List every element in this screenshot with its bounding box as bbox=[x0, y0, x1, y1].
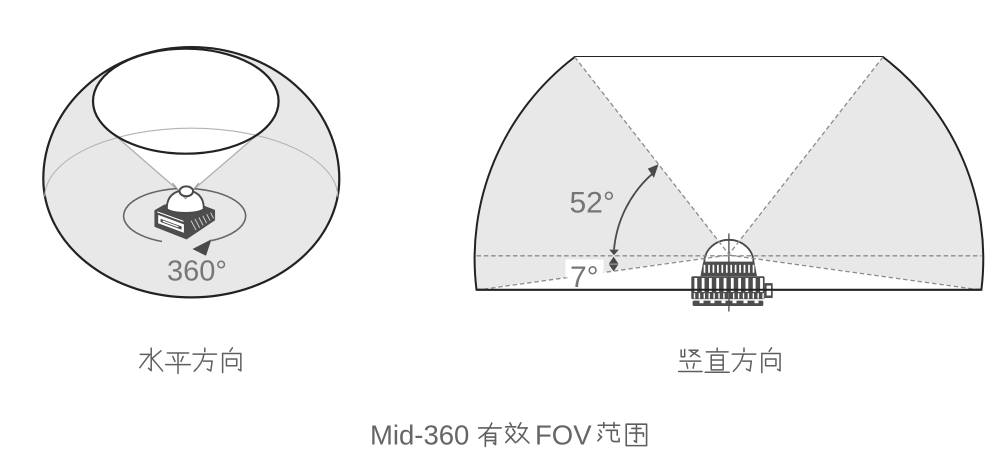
svg-text:52°: 52° bbox=[570, 186, 615, 219]
svg-text:360°: 360° bbox=[167, 256, 227, 288]
svg-text:FOV: FOV bbox=[535, 420, 592, 451]
svg-text:Mid-360: Mid-360 bbox=[370, 420, 469, 451]
svg-text:7°: 7° bbox=[570, 261, 599, 294]
